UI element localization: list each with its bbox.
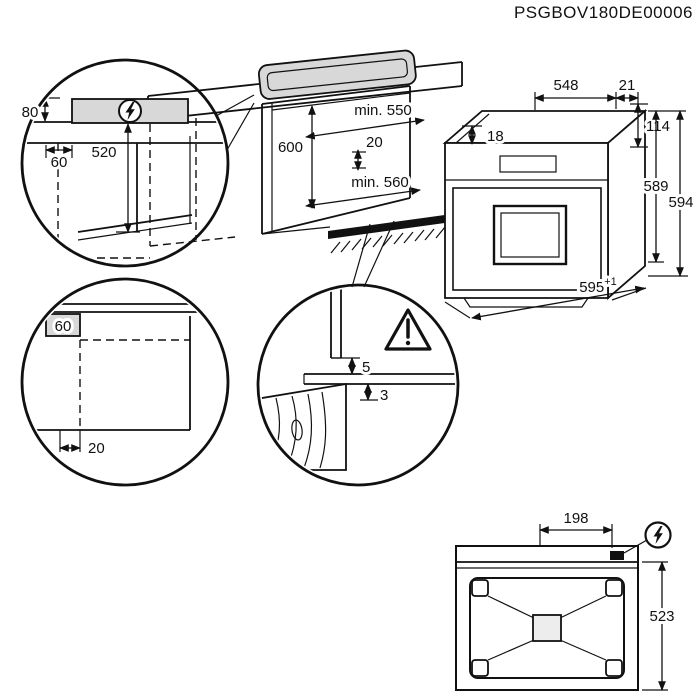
detail-panel-gap: 5 3	[256, 283, 460, 487]
dim-door-depth: 21	[619, 77, 636, 94]
wood-block	[261, 382, 347, 471]
dim-rear-top-height: 114	[646, 118, 670, 135]
cabinet-dimensions: min. 550 600 20 min. 560	[275, 99, 425, 209]
dim-niche-height: 600	[278, 139, 303, 156]
dim-shelf-setback: 20	[366, 134, 383, 151]
oven-right-face	[607, 109, 646, 300]
detail-circle	[256, 283, 460, 487]
dim-side-zone-width: 60	[55, 318, 72, 335]
dim-min-depth-bottom: min. 560	[351, 174, 409, 191]
part-number: PSGBOV180DE00006	[514, 3, 693, 22]
lightning-icon	[118, 99, 142, 123]
dim-min-depth-top: min. 550	[354, 102, 412, 119]
building-shelf	[328, 214, 452, 239]
rear-view: 198 523	[455, 507, 678, 691]
oven-door-window	[492, 204, 568, 266]
rear-center-box	[532, 614, 562, 642]
cabinet-view: min. 550 600 20 min. 560	[147, 49, 463, 288]
dim-depth: 548	[553, 77, 578, 94]
dim-terminal-offset: 198	[563, 510, 588, 527]
oven-view: 548 21 114 18 589 594 595+1	[442, 74, 697, 321]
dim-height-back: 589	[643, 178, 668, 195]
dim-gap-top: 5	[362, 359, 370, 376]
oven-dimensions: 548 21 114 18 589 594 595+1	[444, 74, 697, 321]
detail-circle	[20, 58, 230, 268]
oven-front-face	[444, 142, 609, 299]
dim-rear-height: 523	[649, 608, 674, 625]
dim-width: 595+1	[579, 276, 617, 296]
detail-electrical-zone: 80 60 520	[19, 58, 230, 268]
dim-zone-height: 80	[22, 104, 39, 121]
dim-zone-length: 520	[91, 144, 116, 161]
dim-zone-offset: 60	[51, 154, 68, 171]
side-zone-rect	[45, 313, 81, 337]
hob-cutout	[257, 49, 417, 100]
rear-inner-panel	[469, 577, 625, 679]
oven-display	[499, 155, 557, 173]
dim-side-clearance: 20	[88, 440, 105, 457]
detail-circle	[20, 277, 230, 487]
warning-icon	[384, 308, 432, 351]
lightning-icon	[644, 521, 672, 549]
detail-side-clearance: 60 20	[20, 277, 230, 487]
dim-gap-bottom: 3	[380, 387, 388, 404]
mains-terminal	[610, 551, 624, 560]
detail-leaders	[215, 94, 395, 288]
shelf-hatching	[330, 226, 446, 254]
dim-top-trim: 18	[487, 128, 504, 145]
dim-height-front: 594	[668, 194, 693, 211]
rear-dimensions: 198 523	[539, 507, 678, 691]
